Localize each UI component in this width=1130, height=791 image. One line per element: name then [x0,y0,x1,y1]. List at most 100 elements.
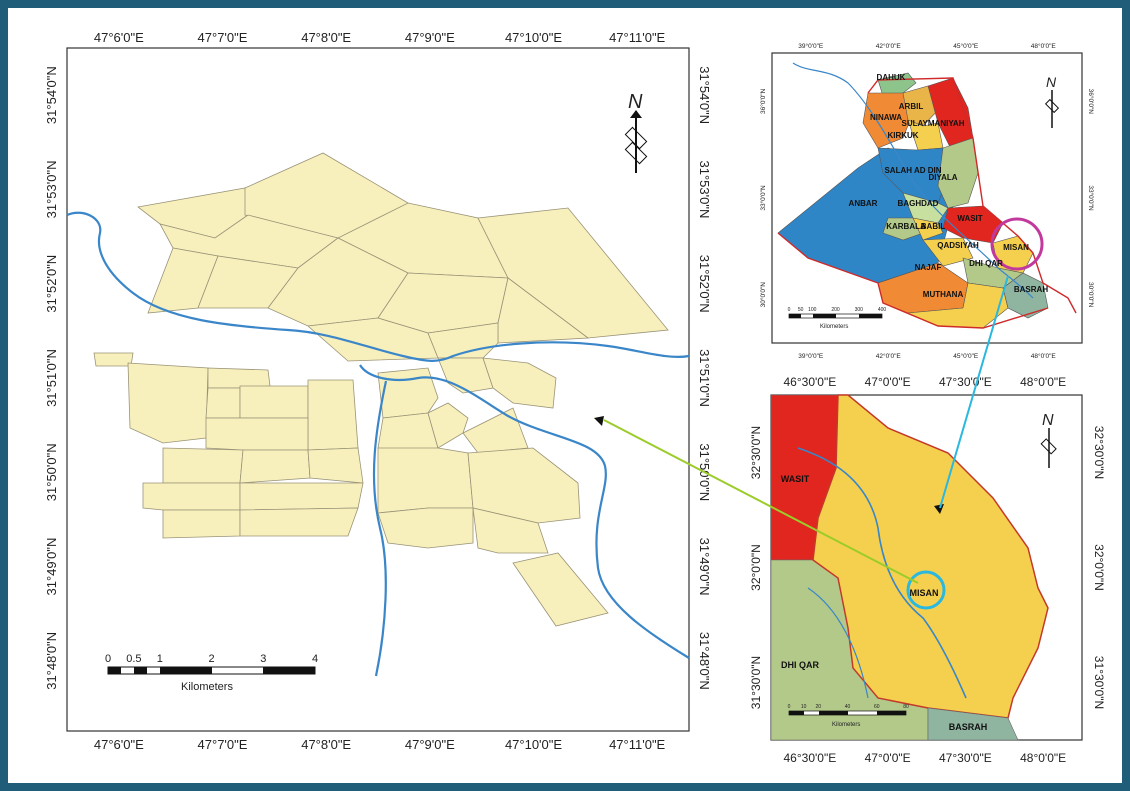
scale-label: 20 [815,704,821,710]
province-label: NAJAF [915,263,942,272]
top-tick-label: 47°10'0"E [505,30,562,45]
left-tick-label: 31°50'0"N [44,443,59,501]
province-basrah [927,707,1019,741]
scale-label: 60 [874,704,880,710]
city-block [307,447,364,484]
scale-label: 3 [260,653,266,665]
north-arrow-tip [630,110,642,118]
left-tick-label: 31°51'0"N [44,349,59,407]
river-south [372,380,388,677]
top-tick-label: 47°8'0"E [301,30,351,45]
top-tick-label: 47°30'0"E [939,375,992,389]
top-tick-label: 48°0'0"E [1020,375,1066,389]
top-tick-label: 47°6'0"E [94,30,144,45]
scale-label: 80 [903,704,909,710]
province-labels: DAHUKARBILNINAWASULAYMANIYAHKIRKUKSALAH … [849,73,1049,299]
scale-bar-segment [877,711,906,715]
city-block [482,357,557,409]
country-border [777,77,1077,329]
city-block [377,412,439,454]
north-label: N [1042,412,1054,429]
bottom-tick-label: 45°0'0"E [953,352,979,360]
province-label: DHI QAR [781,660,820,670]
province-label: BAGHDAD [898,199,939,208]
misan-city-highlight-circle [906,570,946,610]
top-tick-label: 48°0'0"E [1031,42,1057,50]
scale-label: 0 [788,704,791,710]
bottom-tick-label: 42°0'0"E [876,352,902,360]
scale-bar-segment [134,667,147,674]
left-tick-label: 31°53'0"N [44,161,59,219]
province-label: ANBAR [849,199,878,208]
top-tick-label: 47°0'0"E [865,375,911,389]
province-kirkuk [907,119,944,151]
province-label: DHI QAR [969,259,1003,268]
city-block [377,367,439,419]
scale-label: 50 [798,307,804,313]
right-tick-label: 30°0'0"N [1087,282,1095,308]
city-block [142,482,241,511]
right-tick-label: 31°51'0"N [697,349,712,407]
misan-river [797,447,967,699]
left-tick-label: 31°48'0"N [44,632,59,690]
scale-label: 2 [208,653,214,665]
province-label: MUTHANA [923,290,964,299]
left-tick-label: 31°49'0"N [44,538,59,596]
scale-unit: Kilometers [181,681,233,693]
right-tick-label: 31°49'0"N [697,538,712,596]
scale-bar-segment [819,711,848,715]
province-label: MISAN [910,588,939,598]
bottom-tick-label: 47°9'0"E [405,737,455,752]
scale-label: 400 [878,307,887,313]
city-block [377,507,474,549]
city-block [207,367,271,389]
scale-bar-segment [108,667,121,674]
bottom-tick-label: 47°8'0"E [301,737,351,752]
province-label: WASIT [781,474,810,484]
scale-unit: Kilometers [820,324,848,330]
scale-label: 4 [312,653,318,665]
city-block [427,402,469,449]
scale-label: 300 [855,307,864,313]
left-tick-label: 36°0'0"N [759,88,767,114]
left-tick-label: 32°0'0"N [749,544,763,591]
north-arrow-main: N [624,91,648,173]
city-block [307,379,359,451]
north-arrow-ornament [624,141,648,165]
province-babil [912,217,944,241]
misan-river-branch [807,587,869,699]
north-label: N [1046,74,1057,90]
top-tick-label: 42°0'0"E [876,42,902,50]
misan-highlight-circle [990,217,1044,271]
scale-label: 200 [831,307,840,313]
bottom-tick-label: 48°0'0"E [1020,751,1066,765]
bottom-tick-label: 46°30'0"E [784,751,837,765]
city-block [477,207,669,339]
scale-label: 0 [105,653,111,665]
bottom-tick-label: 47°6'0"E [94,737,144,752]
city-block [512,552,609,627]
city-block [472,507,549,554]
province-label: WASIT [957,214,982,223]
arrow-head-main [594,416,604,426]
province-qadsiyah [922,237,974,267]
scale-bar-segment [813,314,836,318]
scale-label: 0 [788,307,791,313]
bottom-tick-label: 39°0'0"E [798,352,824,360]
province-label: KIRKUK [887,131,918,140]
right-tick-label: 31°52'0"N [697,255,712,313]
right-tick-label: 32°30'0"N [1092,426,1106,479]
scale-bar-segment [263,667,315,674]
city-block [239,449,311,484]
province-label: SALAH AD DIN [884,166,941,175]
